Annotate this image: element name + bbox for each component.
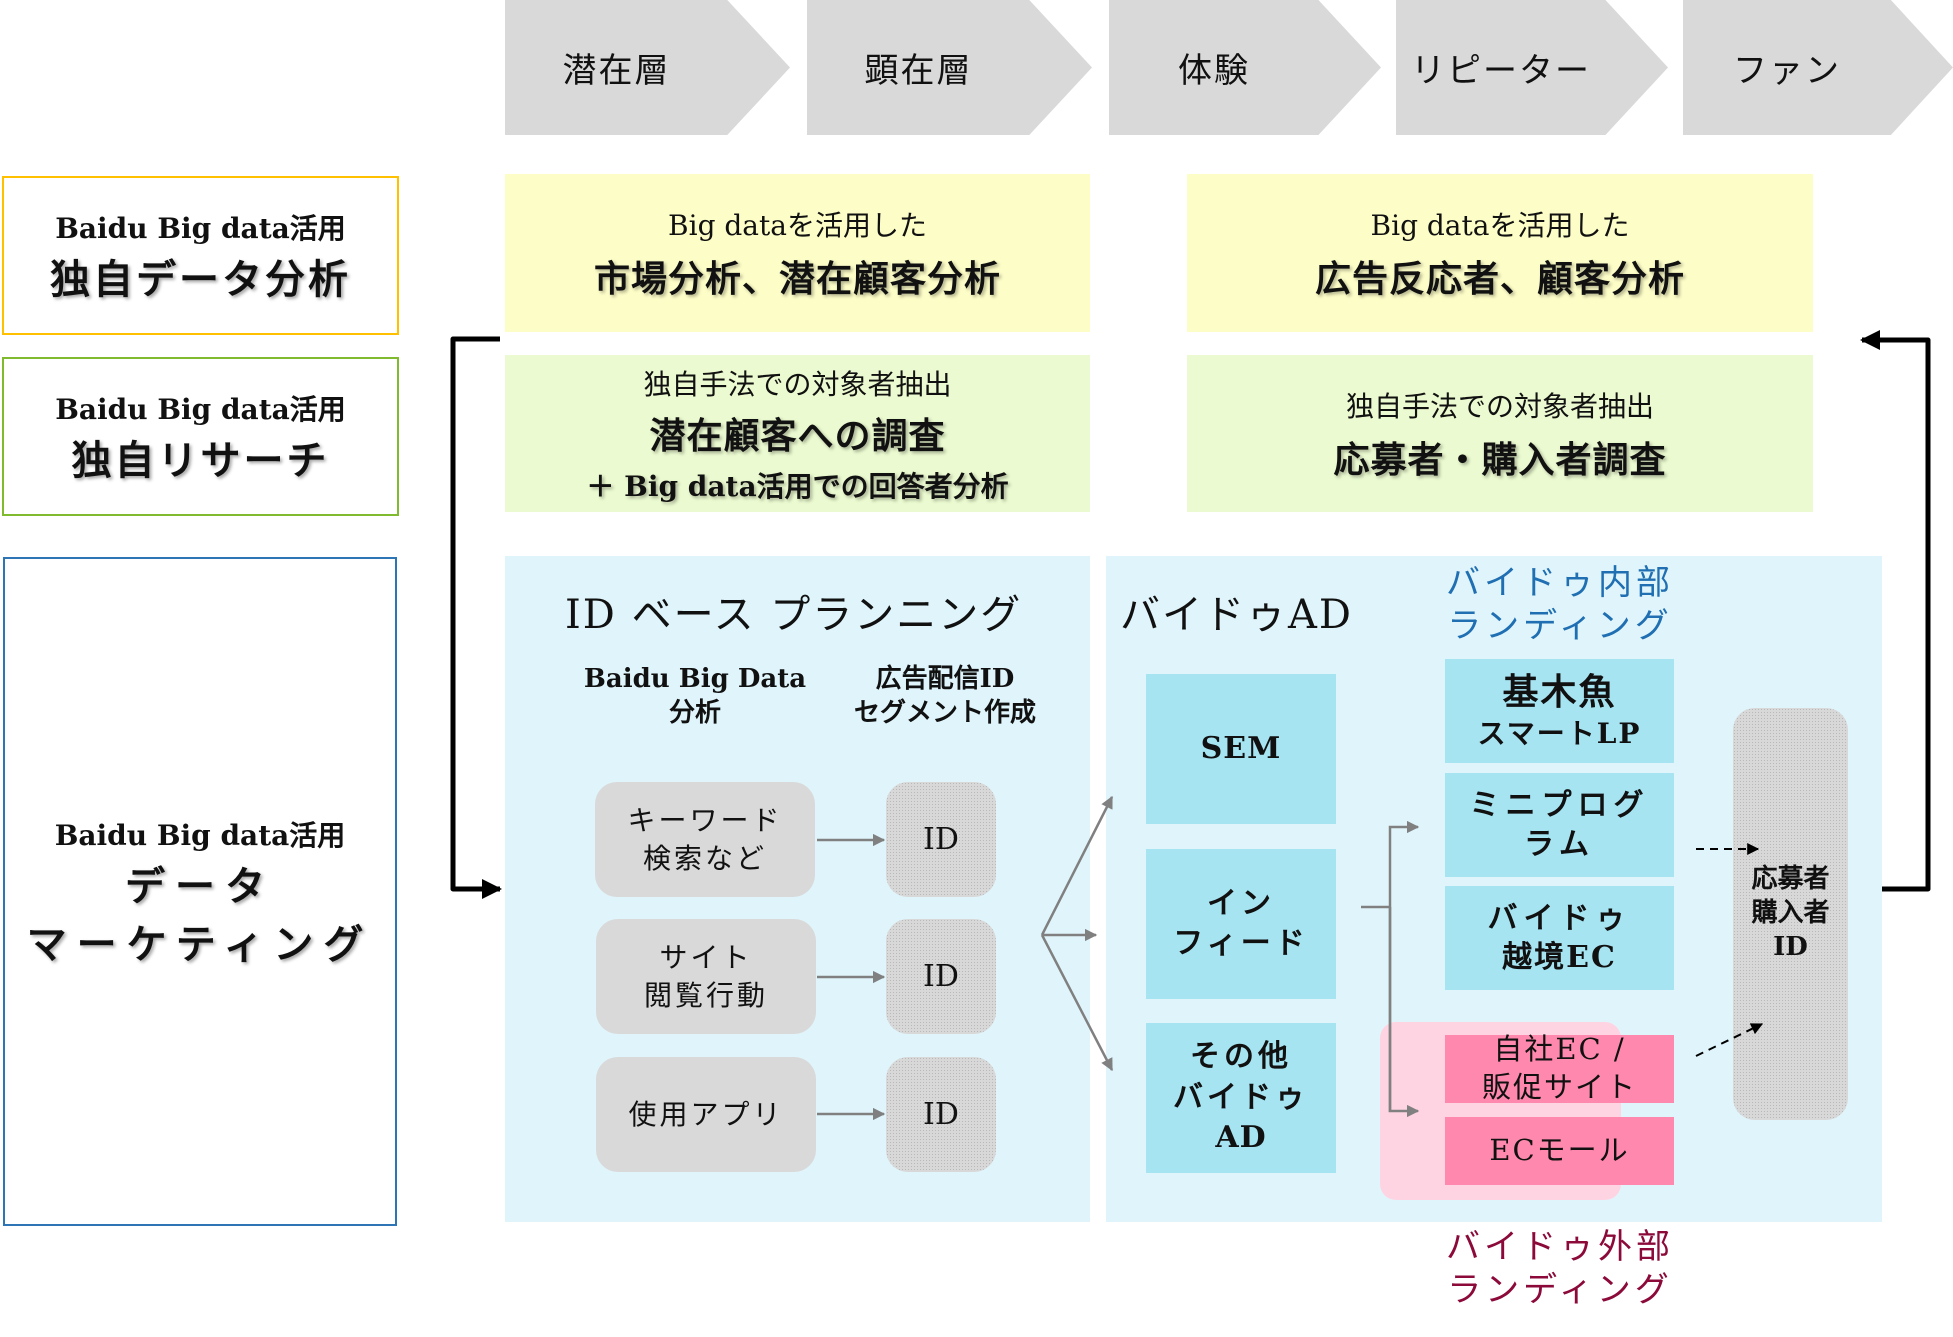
applicant-purchaser-id-box: 応募者 購入者 ID xyxy=(1733,708,1848,1120)
side-label-sub: Baidu Big data活用 xyxy=(55,392,346,426)
stage-label: 顕在層 xyxy=(864,51,973,91)
id-label: ID xyxy=(923,1097,959,1132)
panel-sub: 独自手法での対象者抽出 xyxy=(643,367,952,401)
landing-box-cross-border-ec: バイドゥ 越境EC xyxy=(1445,886,1674,990)
id-segment-box: ID xyxy=(886,1057,996,1172)
stage-label: リピーター xyxy=(1411,51,1591,91)
landing-line: ラム xyxy=(1523,827,1596,862)
source-line: 使用アプリ xyxy=(628,1097,784,1131)
source-line: キーワード xyxy=(627,803,783,837)
id-planning-col2-header: 広告配信ID セグメント作成 xyxy=(830,663,1060,731)
arrow-to-internal-landing xyxy=(1388,820,1420,1112)
result-id-line: 応募者 xyxy=(1751,864,1830,895)
landing-line: ミニプログ xyxy=(1469,788,1650,823)
side-label-main: データ xyxy=(125,862,275,910)
loop-arrow-left xyxy=(450,336,502,899)
panel-extra: ＋ Big data活用での回答者分析 xyxy=(586,469,1009,503)
landing-box-mini-program: ミニプログ ラム xyxy=(1445,773,1674,877)
stage-label: 体験 xyxy=(1178,51,1250,91)
dashed-arrow-external-to-id xyxy=(1695,1023,1764,1057)
side-label-research: Baidu Big data活用 独自リサーチ xyxy=(2,357,399,516)
landing-box-ec-mall: ECモール xyxy=(1445,1117,1674,1185)
id-segment-box: ID xyxy=(886,919,996,1034)
stage-chevron: ファン xyxy=(1683,0,1953,135)
analysis-panel-right: Big dataを活用した 広告反応者、顧客分析 xyxy=(1187,174,1813,332)
side-label-main: 独自データ分析 xyxy=(50,255,351,303)
source-site-browsing: サイト 閲覧行動 xyxy=(596,919,816,1034)
stage-chevron: 顕在層 xyxy=(807,0,1092,135)
ad-line: フィード xyxy=(1173,926,1309,961)
source-used-apps: 使用アプリ xyxy=(596,1057,816,1172)
ad-line: その他 xyxy=(1190,1039,1292,1075)
landing-line: バイドゥ xyxy=(1487,901,1632,936)
landing-box-own-ec: 自社EC / 販促サイト xyxy=(1445,1032,1674,1104)
source-line: 検索など xyxy=(642,841,767,875)
landing-line: 越境EC xyxy=(1502,940,1617,975)
side-label-main: マーケティング xyxy=(26,920,374,968)
panel-main: 市場分析、潜在顧客分析 xyxy=(593,258,1001,300)
external-landing-title: バイドゥ外部 ランディング xyxy=(1420,1226,1700,1311)
landing-box-smart-lp: 基木魚 スマートLP xyxy=(1445,659,1674,763)
title-line: ランディング xyxy=(1447,605,1673,646)
source-line: 閲覧行動 xyxy=(643,978,768,1012)
panel-main: 広告反応者、顧客分析 xyxy=(1314,258,1685,300)
baidu-ad-title: バイドゥAD xyxy=(1120,592,1353,638)
landing-line: 自社EC / xyxy=(1493,1032,1626,1067)
landing-line: 販促サイト xyxy=(1481,1070,1637,1104)
stage-chevron: 体験 xyxy=(1109,0,1381,135)
stage-chevron: リピーター xyxy=(1396,0,1668,135)
result-id-line: 購入者 xyxy=(1751,898,1830,929)
side-label-main: 独自リサーチ xyxy=(71,436,330,484)
side-label-sub: Baidu Big data活用 xyxy=(54,818,346,852)
side-label-data-marketing: Baidu Big data活用 データ マーケティング xyxy=(3,557,397,1226)
source-line: サイト xyxy=(659,940,753,974)
ad-line: SEM xyxy=(1200,730,1282,766)
analysis-panel-left: Big dataを活用した 市場分析、潜在顧客分析 xyxy=(505,174,1090,332)
arrow-to-sem xyxy=(1040,795,1114,936)
col-header-line: セグメント作成 xyxy=(853,697,1036,728)
ad-line: バイドゥ xyxy=(1173,1079,1309,1115)
id-planning-col1-header: Baidu Big Data 分析 xyxy=(575,663,815,731)
side-label-sub: Baidu Big data活用 xyxy=(55,211,346,245)
id-planning-title: ID ベース プランニング xyxy=(565,592,1023,638)
arrow-to-external-landing xyxy=(1388,907,1420,1118)
title-line: バイドゥ内部 xyxy=(1446,563,1674,603)
stage-label: 潜在層 xyxy=(562,51,671,91)
loop-arrow-right xyxy=(1860,330,1931,892)
panel-main: 応募者・購入者調査 xyxy=(1333,438,1667,481)
research-panel-left: 独自手法での対象者抽出 潜在顧客への調査 ＋ Big data活用での回答者分析 xyxy=(505,355,1090,512)
panel-sub: Big dataを活用した xyxy=(1370,209,1630,242)
ad-line: イン xyxy=(1207,885,1275,921)
title-line: バイドゥ外部 xyxy=(1446,1227,1674,1267)
source-keyword-search: キーワード 検索など xyxy=(595,782,815,897)
ad-line: AD xyxy=(1215,1120,1267,1156)
ad-box-other: その他 バイドゥ AD xyxy=(1146,1023,1336,1173)
id-segment-box: ID xyxy=(886,782,996,897)
landing-line: 基木魚 xyxy=(1502,671,1617,714)
internal-landing-title: バイドゥ内部 ランディング xyxy=(1420,562,1700,647)
stage-chevron: 潜在層 xyxy=(505,0,790,135)
title-line: ランディング xyxy=(1447,1269,1673,1310)
research-panel-right: 独自手法での対象者抽出 応募者・購入者調査 xyxy=(1187,355,1813,512)
landing-line: スマートLP xyxy=(1477,717,1642,751)
ad-box-sem: SEM xyxy=(1146,674,1336,824)
panel-sub: Big dataを活用した xyxy=(668,209,927,242)
stage-label: ファン xyxy=(1733,51,1841,91)
landing-line: ECモール xyxy=(1489,1133,1630,1168)
col-header-line: Baidu Big Data xyxy=(583,664,807,694)
panel-main: 潜在顧客への調査 xyxy=(649,414,946,457)
ad-box-infeed: イン フィード xyxy=(1146,849,1336,999)
arrow-to-other-ad xyxy=(1040,934,1114,1072)
col-header-line: 広告配信ID xyxy=(875,664,1015,694)
col-header-line: 分析 xyxy=(668,697,721,728)
result-id-line: ID xyxy=(1773,931,1808,962)
id-label: ID xyxy=(923,959,959,994)
id-label: ID xyxy=(923,822,959,857)
side-label-data-analysis: Baidu Big data活用 独自データ分析 xyxy=(2,176,399,335)
panel-sub: 独自手法での対象者抽出 xyxy=(1345,389,1654,423)
